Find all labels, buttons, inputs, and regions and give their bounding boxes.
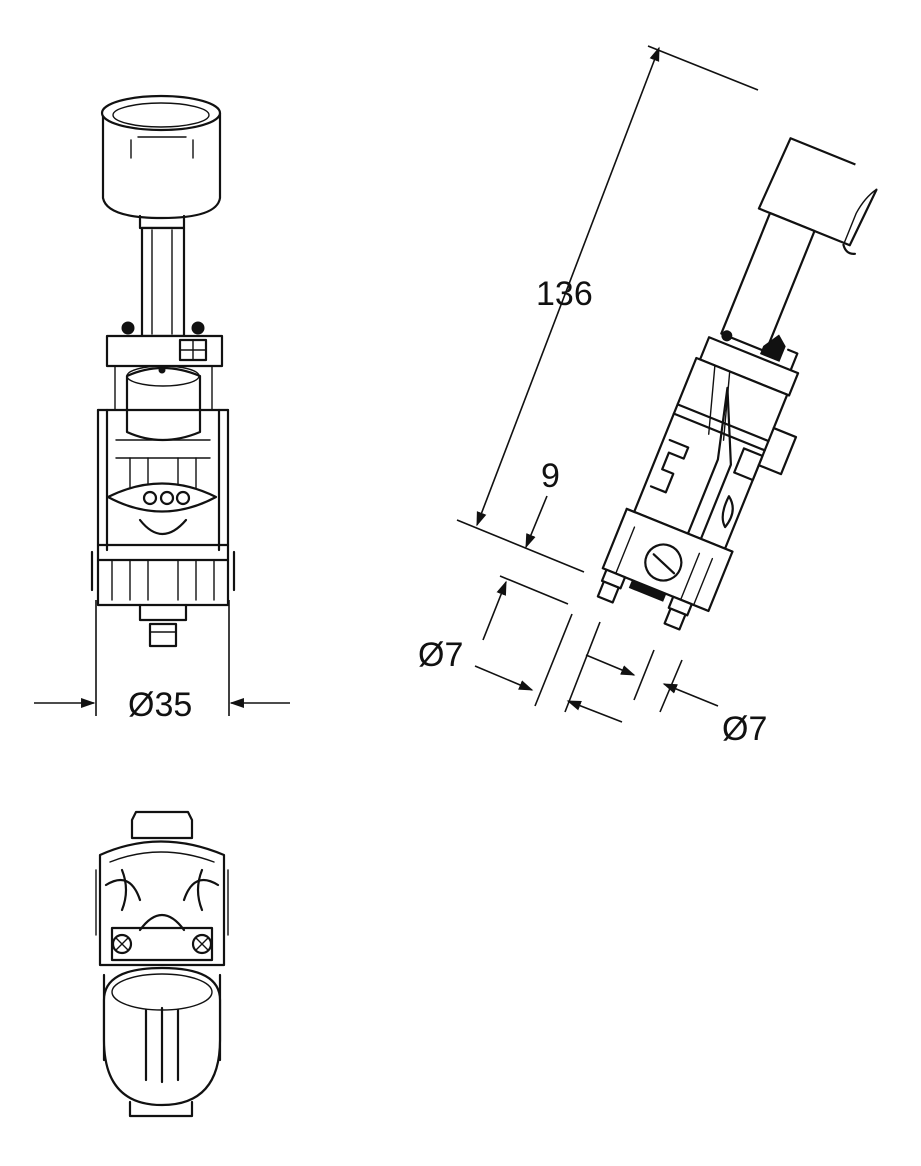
dimension-diameter-35: Ø35	[34, 600, 290, 724]
dimension-length-136: 136	[456, 45, 759, 573]
dimension-diameter-7-right: Ø7	[585, 649, 767, 748]
front-body	[90, 408, 236, 648]
side-view	[596, 137, 878, 631]
front-view	[90, 94, 236, 648]
side-clip	[698, 330, 800, 397]
front-stem	[140, 226, 186, 338]
label-offset-9: 9	[541, 457, 560, 495]
front-button-cup	[100, 94, 222, 230]
bottom-view	[95, 810, 229, 1118]
dimension-offset-9: 9	[482, 457, 569, 641]
label-diameter-35: Ø35	[128, 686, 192, 724]
side-body	[596, 356, 798, 631]
side-button-cup	[757, 137, 878, 255]
side-stem	[720, 211, 816, 353]
label-diameter-7-right: Ø7	[722, 710, 767, 748]
label-length-136: 136	[536, 275, 593, 313]
label-diameter-7-left: Ø7	[418, 636, 463, 674]
front-clip	[105, 321, 224, 411]
front-valve-cylinder	[125, 365, 202, 442]
dimension-diameter-7-left: Ø7	[418, 613, 623, 723]
